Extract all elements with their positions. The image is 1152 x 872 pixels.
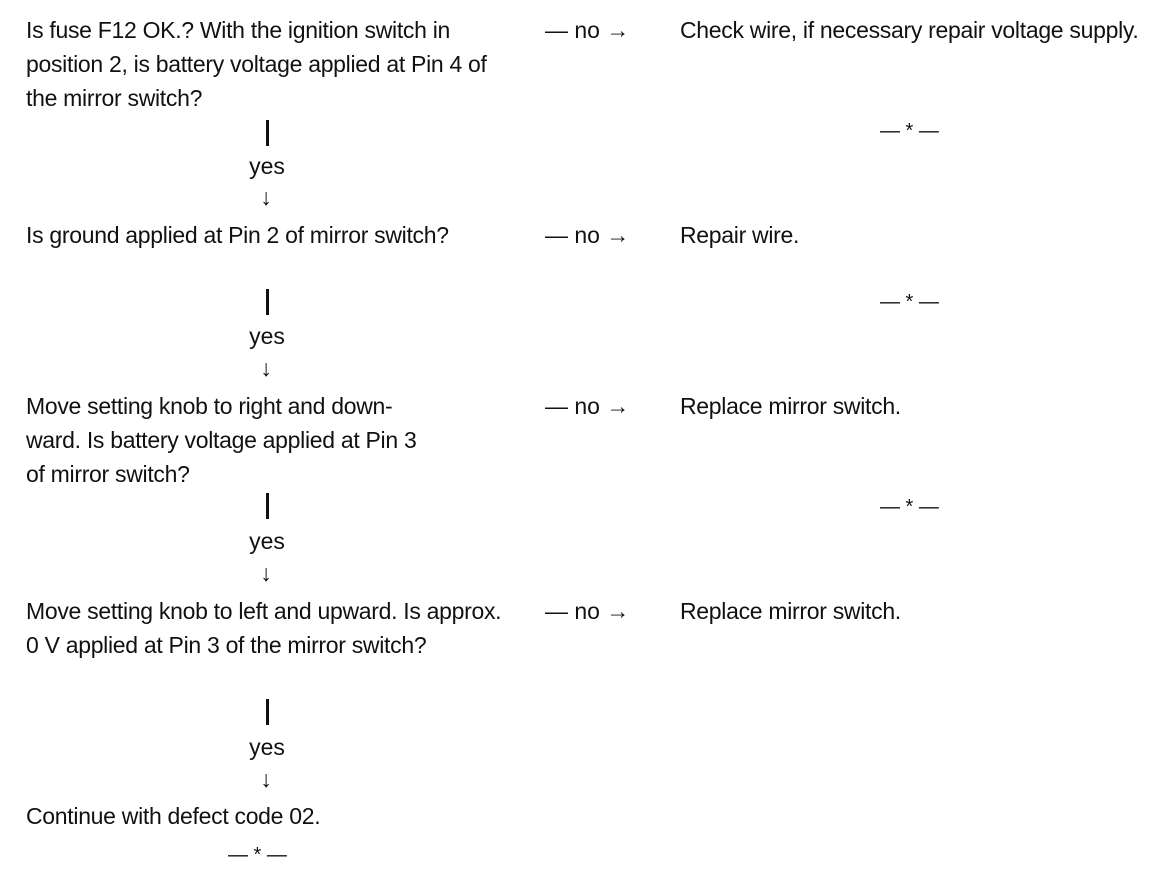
step-4-no-arrow: — no → [545, 598, 630, 624]
step-3-flow-line [266, 493, 269, 519]
step-2-yes-label: yes [249, 323, 285, 349]
step-2-down-arrow-icon: ↓ [260, 355, 272, 381]
step-4-yes-label: yes [249, 734, 285, 760]
step-2-question: Is ground applied at Pin 2 of mirror swi… [26, 222, 449, 248]
final-action: Continue with defect code 02. [26, 803, 321, 829]
step-2-no-arrow: — no → [545, 222, 630, 248]
step-1-flow-line [266, 120, 269, 146]
step-1-no-action: Check wire, if necessary repair voltage … [680, 17, 1139, 43]
step-1-no-arrow: — no → [545, 17, 630, 43]
step-3-down-arrow-icon: ↓ [260, 560, 272, 586]
step-4-no-action: Replace mirror switch. [680, 598, 901, 624]
step-1-yes-label: yes [249, 153, 285, 179]
step-1-end-mark: — * — [880, 120, 939, 142]
step-3-end-mark: — * — [880, 496, 939, 518]
step-3-question: Move setting knob to right and down-ward… [26, 393, 417, 487]
step-2-no-action: Repair wire. [680, 222, 800, 248]
step-4-question: Move setting knob to left and upward. Is… [26, 598, 502, 658]
final-end-mark: — * — [228, 844, 287, 866]
step-2-end-mark: — * — [880, 291, 939, 313]
step-2-flow-line [266, 289, 269, 315]
step-1-down-arrow-icon: ↓ [260, 184, 272, 210]
step-3-no-arrow: — no → [545, 393, 630, 419]
step-4-flow-line [266, 699, 269, 725]
step-3-yes-label: yes [249, 528, 285, 554]
step-1-question: Is fuse F12 OK.? With the ignition switc… [26, 17, 487, 111]
step-4-down-arrow-icon: ↓ [260, 766, 272, 792]
step-3-no-action: Replace mirror switch. [680, 393, 901, 419]
